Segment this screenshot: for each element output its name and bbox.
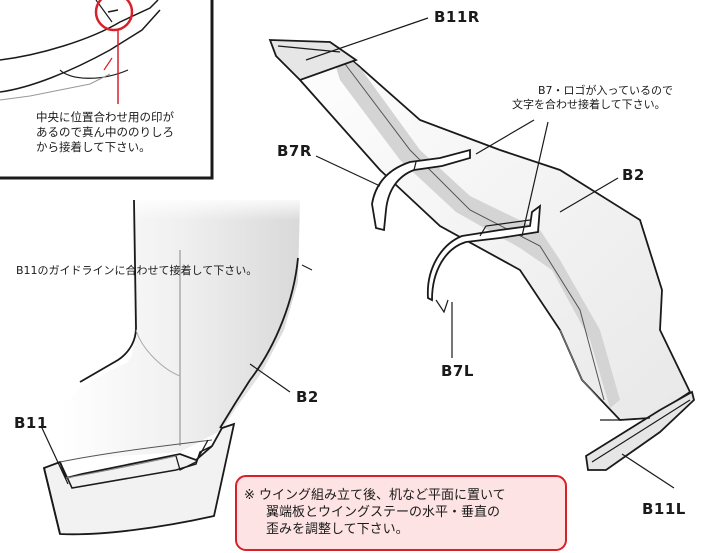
- warning-note: ※ ウイング組み立て後、机など平面に置いて 翼端板とウイングステーの水平・垂直の…: [244, 487, 506, 538]
- leader-b7r: [315, 155, 381, 187]
- warning-line-1: ※ ウイング組み立て後、机など平面に置いて: [244, 488, 506, 503]
- warning-line-2: 翼端板とウイングステーの水平・垂直の: [266, 505, 501, 520]
- leader-b11l: [621, 453, 675, 489]
- label-b11: B11: [14, 414, 48, 432]
- callout-note: 中央に位置合わせ用の印が あるので真ん中ののりしろ から接着して下さい。: [36, 110, 174, 155]
- warning-box: [235, 475, 567, 551]
- label-b11r: B11R: [434, 8, 480, 26]
- label-b11l: B11L: [642, 500, 686, 518]
- alignment-mark-circle: [94, 0, 134, 32]
- b7-logo-line-2: 文字を合わせ接着して下さい。: [512, 98, 666, 111]
- label-b7r: B7R: [277, 142, 312, 160]
- leader-b2-left: [249, 363, 291, 393]
- callout-box: [0, 0, 214, 180]
- guide-note: B11のガイドラインに合わせて接着して下さい。: [16, 264, 258, 277]
- leader-b2-right: [559, 177, 619, 213]
- label-b2-right: B2: [622, 166, 645, 184]
- leader-b11: [41, 427, 69, 485]
- callout-line-2: あるので真ん中ののりしろ: [36, 125, 174, 139]
- label-b2-left: B2: [296, 388, 319, 406]
- leader-b11r: [305, 17, 429, 61]
- callout-line-1: 中央に位置合わせ用の印が: [36, 110, 174, 124]
- leader-b7-logo-2: [521, 121, 549, 237]
- callout-line-3: から接着して下さい。: [36, 140, 151, 154]
- warning-line-3: 歪みを調整して下さい。: [266, 522, 409, 537]
- left-stay-assembly: [41, 196, 313, 536]
- leader-b7-logo-1: [475, 119, 535, 155]
- wing-assembly: [268, 17, 696, 489]
- label-b7l: B7L: [441, 362, 474, 380]
- b7-logo-note: B7・ロゴが入っているので 文字を合わせ接着して下さい。: [512, 84, 673, 112]
- b7-logo-line-1: B7・ロゴが入っているので: [538, 84, 673, 97]
